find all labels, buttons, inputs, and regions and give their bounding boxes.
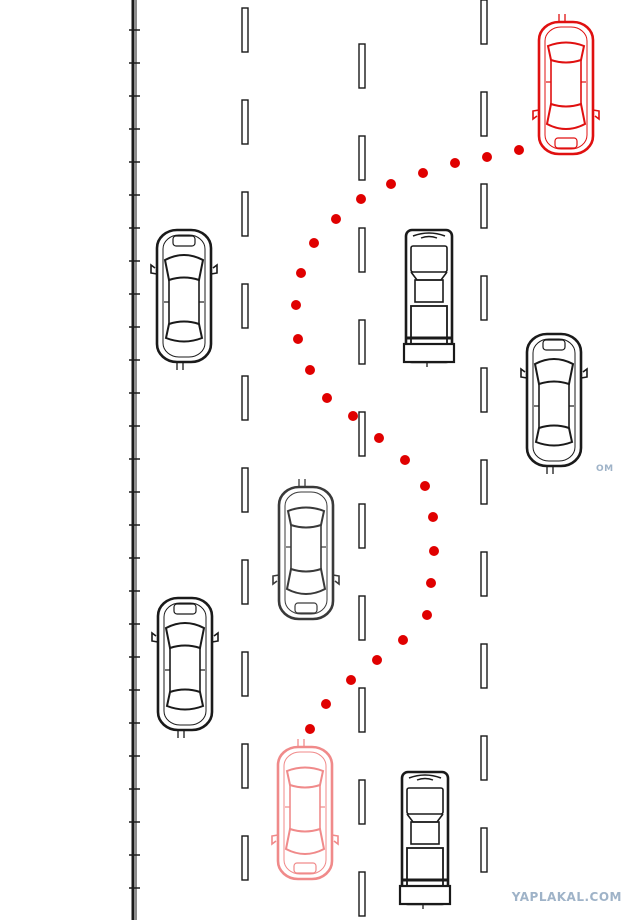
path-dot-icon (514, 145, 524, 155)
lane-marking-icon (241, 651, 249, 697)
path-dot-icon (418, 168, 428, 178)
pickup-truck-icon-bottom (398, 770, 452, 911)
path-dot-icon (428, 512, 438, 522)
sedan-icon-right-mid (519, 332, 589, 476)
path-dot-icon (331, 214, 341, 224)
lane-marking-icon (241, 743, 249, 789)
path-dot-icon (372, 655, 382, 665)
lane-marking-icon (480, 91, 488, 137)
lane-marking-icon (241, 7, 249, 53)
lane-marking-icon (358, 319, 366, 365)
path-dot-icon (426, 578, 436, 588)
lane-marking-icon (480, 735, 488, 781)
watermark: YAPLAKAL.COM (511, 890, 622, 904)
subject-car-start (533, 14, 599, 154)
lane-marking-icon (480, 183, 488, 229)
path-dot-icon (322, 393, 332, 403)
lane-marking-icon (358, 871, 366, 917)
path-dot-icon (429, 546, 439, 556)
overtake-path (291, 145, 524, 734)
path-dot-icon (293, 334, 303, 344)
path-dot-icon (346, 675, 356, 685)
watermark-fragment: OM (596, 464, 614, 474)
sedan-icon-left-top (149, 228, 219, 372)
path-dot-icon (309, 238, 319, 248)
lane-marking-icon (358, 779, 366, 825)
lane-marking-icon (480, 643, 488, 689)
pickup-truck-icon-top (402, 228, 456, 369)
path-dot-icon (420, 481, 430, 491)
lane-marking-icon (480, 0, 488, 45)
path-dot-icon (450, 158, 460, 168)
lane-marking-icon (480, 827, 488, 873)
lane-marking-icon (358, 227, 366, 273)
path-dot-icon (422, 610, 432, 620)
path-dot-icon (400, 455, 410, 465)
road-edge-icon (129, 0, 140, 920)
lane-marking-icon (241, 283, 249, 329)
lane-marking-icon (358, 503, 366, 549)
path-dot-icon (348, 411, 358, 421)
path-dot-icon (305, 365, 315, 375)
lane-marking-icon (358, 595, 366, 641)
lane-marking-icon (358, 687, 366, 733)
sedan-icon-center (273, 479, 339, 619)
subject-car-end (272, 739, 338, 879)
lane-marking-icon (358, 411, 366, 457)
path-dot-icon (296, 268, 306, 278)
lane-marking-icon (241, 375, 249, 421)
lane-marking-icon (358, 135, 366, 181)
path-dot-icon (291, 300, 301, 310)
lane-marking-icon (358, 43, 366, 89)
lane-marking-icon (480, 551, 488, 597)
lane-marking-icon (480, 367, 488, 413)
sedan-icon-left-bottom (150, 596, 220, 740)
lane-marking-icon (480, 275, 488, 321)
lane-marking-icon (241, 99, 249, 145)
lane-marking-icon (241, 191, 249, 237)
path-dot-icon (356, 194, 366, 204)
lane-marking-icon (241, 835, 249, 881)
lane-marking-icon (480, 459, 488, 505)
lane-marking-icon (241, 467, 249, 513)
path-dot-icon (374, 433, 384, 443)
path-dot-icon (482, 152, 492, 162)
lane-marking-icon (241, 559, 249, 605)
lane-markings (241, 0, 488, 917)
path-dot-icon (305, 724, 315, 734)
path-dot-icon (321, 699, 331, 709)
path-dot-icon (386, 179, 396, 189)
path-dot-icon (398, 635, 408, 645)
